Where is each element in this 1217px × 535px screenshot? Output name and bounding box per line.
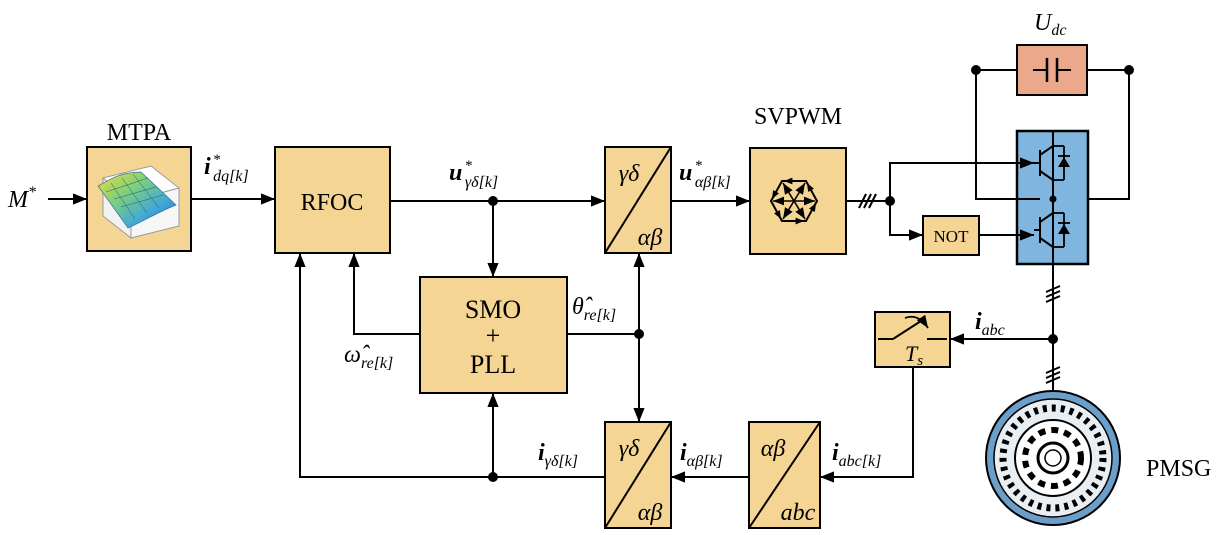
wire-to-not	[889, 201, 923, 241]
label-theta: θ̂re[k]	[572, 294, 616, 324]
wire-i-gamma-delta	[294, 253, 605, 478]
inverse-park-block	[604, 146, 672, 254]
wire-i-abc-k	[820, 367, 914, 483]
mtpa-block	[86, 146, 192, 252]
pll-label: PLL	[470, 350, 516, 379]
udc-label: Udc	[1034, 10, 1066, 39]
wire-dc-left	[975, 69, 1040, 200]
clarke-lower: abc	[781, 500, 816, 526]
rfoc-label: RFOC	[301, 190, 364, 216]
clarke-block	[748, 421, 821, 529]
park-block	[604, 421, 672, 529]
sampler-block	[874, 311, 951, 368]
not-label: NOT	[934, 227, 970, 246]
svpwm-label: SVPWM	[754, 104, 842, 130]
label-m-star: M*	[7, 184, 36, 213]
inverse-park-upper: γδ	[619, 161, 640, 187]
three-phase-marker-pwm	[858, 193, 877, 209]
plus-label: +	[486, 321, 501, 350]
three-phase-marker-upper	[1045, 285, 1061, 303]
dc-link-capacitor	[1016, 44, 1088, 96]
label-i-abc-k: iabc[k]	[832, 440, 881, 470]
mtpa-surface-plot	[97, 165, 181, 240]
label-idq-ref: i*dq[k]	[204, 152, 249, 185]
park-upper: γδ	[619, 436, 640, 462]
label-i-abc: iabc	[975, 309, 1005, 339]
three-phase-marker-lower	[1045, 366, 1061, 384]
clarke-upper: αβ	[761, 436, 786, 462]
svpwm-block	[749, 147, 847, 255]
pmsg-generator	[985, 390, 1121, 526]
label-u-gamma-delta: u*γδ[k]	[449, 158, 498, 191]
inverse-park-lower: αβ	[638, 225, 663, 251]
pmsg-label: PMSG	[1146, 456, 1211, 482]
label-omega: ω̂re[k]	[344, 342, 393, 372]
label-u-alpha-beta: u*αβ[k]	[679, 158, 731, 191]
rfoc-block	[274, 146, 391, 254]
wire-dc-right	[1087, 69, 1130, 200]
inverter-block	[1015, 129, 1090, 266]
mtpa-label: MTPA	[107, 120, 172, 146]
sampler-label: Ts	[905, 341, 923, 369]
park-lower: αβ	[638, 500, 663, 526]
not-gate	[922, 215, 980, 256]
label-i-alpha-beta: iαβ[k]	[680, 440, 723, 470]
label-i-gamma-delta: iγδ[k]	[538, 440, 578, 470]
wire-gate-upper	[889, 157, 1034, 201]
smo-label: SMO	[465, 295, 521, 324]
wire-omega	[348, 253, 420, 335]
